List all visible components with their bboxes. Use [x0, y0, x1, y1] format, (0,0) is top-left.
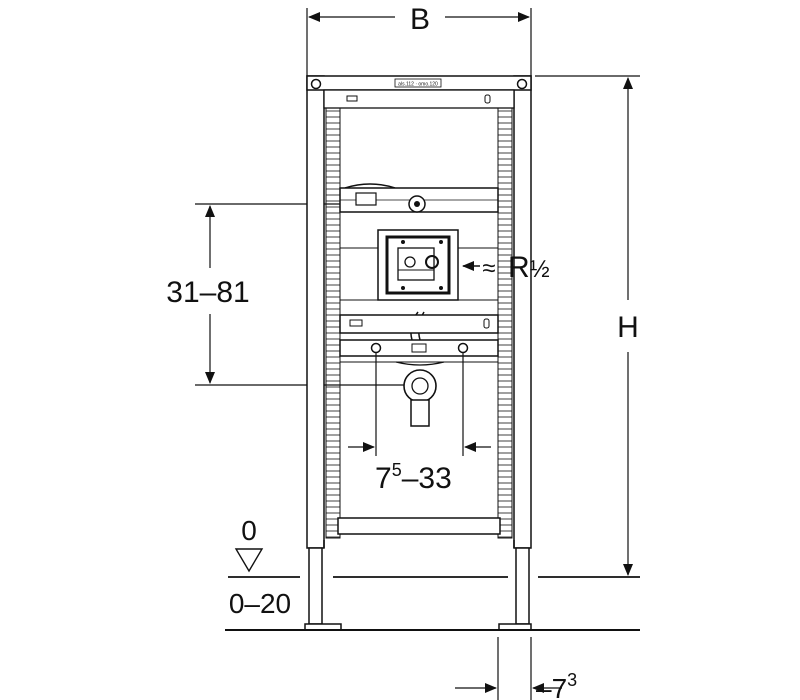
bottom-crossbar: [337, 517, 501, 535]
supply-connection: ≈ R½: [462, 251, 550, 284]
svg-text:R½: R½: [508, 251, 550, 284]
mount-screw-icon: [516, 78, 528, 90]
vertical-range-label: 31–81: [166, 276, 249, 309]
lower-brace: [339, 311, 499, 427]
water-supply-box: [340, 229, 498, 301]
frame-legs: [304, 540, 532, 631]
upper-cross-brace: [339, 183, 499, 213]
dimension-vertical-range: 31–81: [166, 203, 432, 386]
leg-offset-sup: 3: [567, 670, 577, 690]
connection-prefix: R: [508, 251, 530, 284]
bolt-icon: [457, 342, 469, 354]
level-triangle-icon: [234, 548, 264, 573]
dimension-height: H: [535, 75, 640, 576]
height-label: H: [617, 311, 639, 344]
connection-size: ½: [530, 256, 550, 283]
svg-text:–73: –73: [536, 670, 577, 700]
floor-lines: [225, 576, 640, 631]
floor-range-label: 0–20: [229, 588, 291, 619]
drain-rest: –33: [402, 462, 452, 495]
mount-screw-icon: [310, 78, 322, 90]
drain-sup: 5: [392, 460, 402, 480]
frame-posts: [306, 75, 532, 549]
dimension-width: B: [306, 3, 532, 76]
top-rail-tag: als.112 · omo.120: [398, 82, 438, 88]
zero-label: 0: [241, 515, 257, 546]
dimension-leg-offset: –73: [455, 637, 577, 700]
width-label: B: [410, 3, 430, 36]
bolt-icon: [370, 342, 382, 354]
drain-fitting-icon: [403, 369, 437, 403]
floor-level-marker: 0 0–20: [229, 515, 291, 619]
leg-offset-base: –7: [536, 673, 567, 700]
dimension-drain-range: 75–33: [348, 353, 491, 495]
svg-text:75–33: 75–33: [375, 460, 452, 495]
drain-base: 7: [375, 462, 392, 495]
top-crossbar: als.112 · omo.120: [306, 75, 532, 109]
water-flow-icon: ≈: [482, 255, 495, 282]
